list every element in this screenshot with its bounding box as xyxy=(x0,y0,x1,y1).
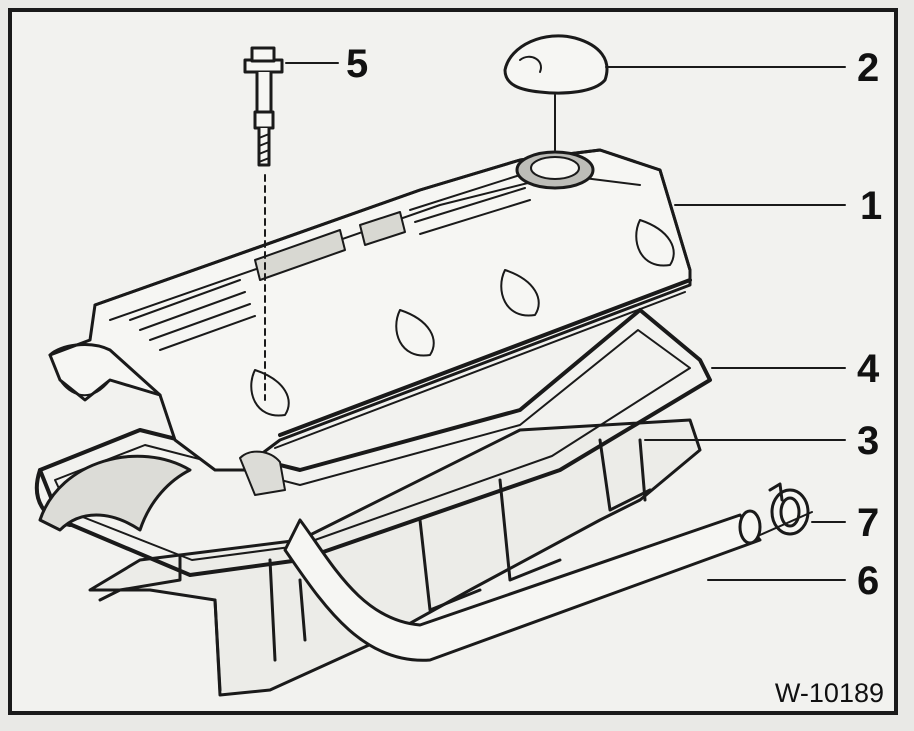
callout-4: 4 xyxy=(857,347,880,391)
valve-cover-icon xyxy=(48,148,692,472)
hose-clamp-icon xyxy=(759,482,813,536)
callout-2: 2 xyxy=(857,46,880,90)
callout-1: 1 xyxy=(860,184,883,228)
callout-5: 5 xyxy=(346,42,369,86)
cover-end-arch-icon xyxy=(38,454,192,532)
leader-lines xyxy=(285,62,846,581)
figure-reference-code: W-10189 xyxy=(774,678,884,708)
baffle-plate-icon xyxy=(88,418,702,697)
pipe-fitting-icon xyxy=(239,450,286,496)
callout-7: 7 xyxy=(857,501,880,545)
breather-hose-icon xyxy=(283,509,762,662)
bolt-icon xyxy=(243,46,284,401)
callout-3: 3 xyxy=(857,419,880,463)
oil-filler-cap-icon xyxy=(503,34,609,151)
callout-6: 6 xyxy=(857,559,880,603)
